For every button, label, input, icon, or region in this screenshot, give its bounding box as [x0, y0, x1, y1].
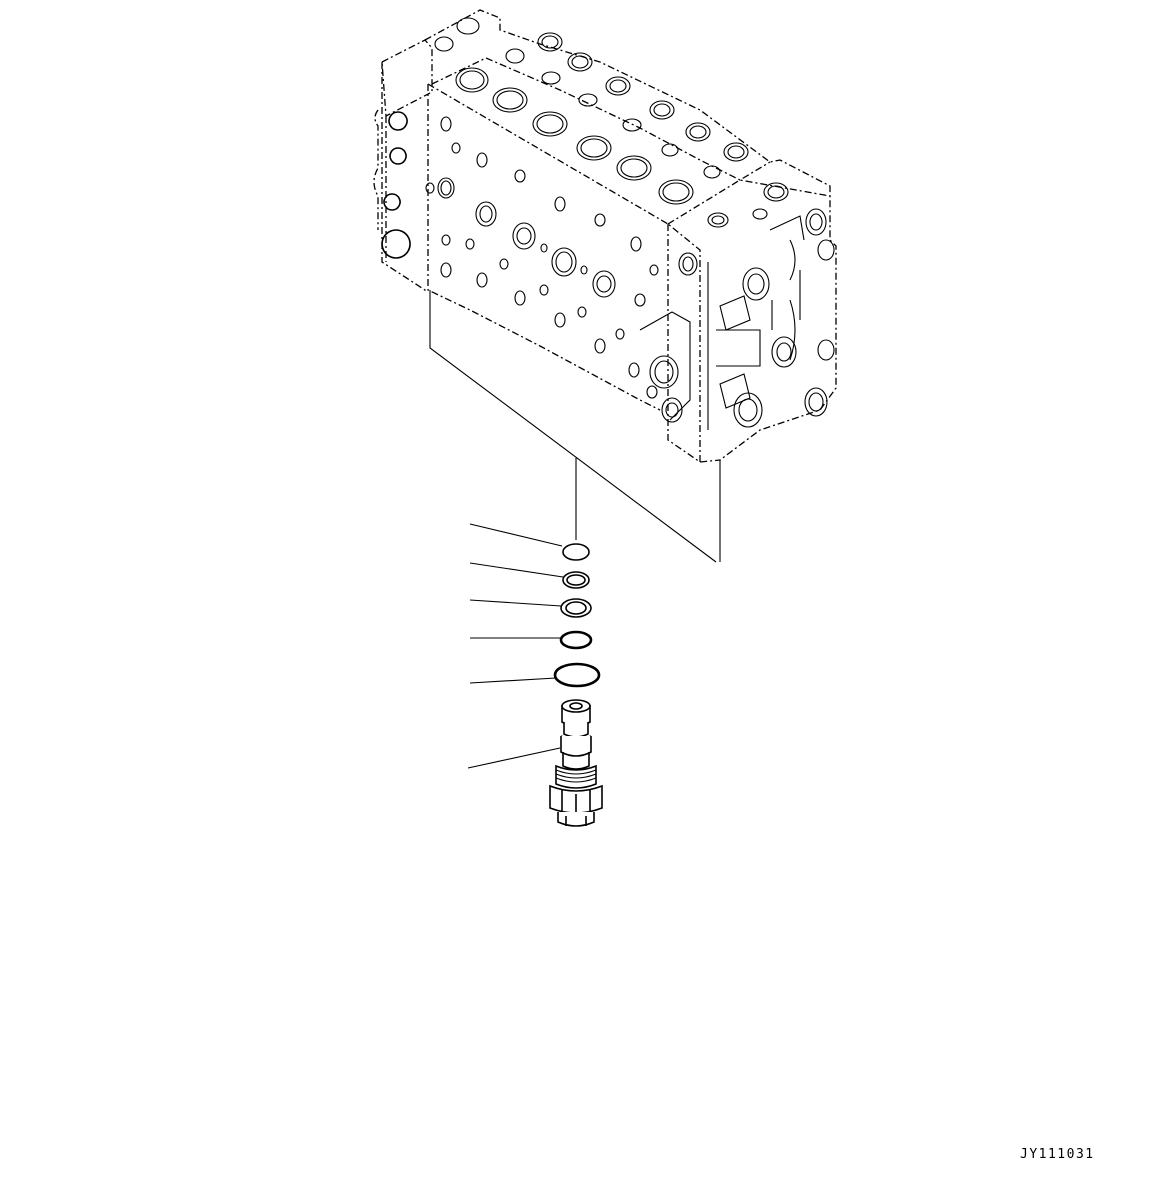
- backup-ring-2: [469, 598, 592, 618]
- relief-valve-cartridge: [467, 699, 603, 827]
- drawing-code-label: JY111031: [1020, 1147, 1095, 1162]
- control-valve-body: [373, 9, 837, 463]
- o-ring-large: [469, 662, 601, 688]
- o-ring-medium: [470, 630, 593, 650]
- backup-ring-1: [469, 562, 590, 589]
- assembly-leader-lines: [429, 290, 721, 563]
- o-ring-small: [469, 523, 590, 561]
